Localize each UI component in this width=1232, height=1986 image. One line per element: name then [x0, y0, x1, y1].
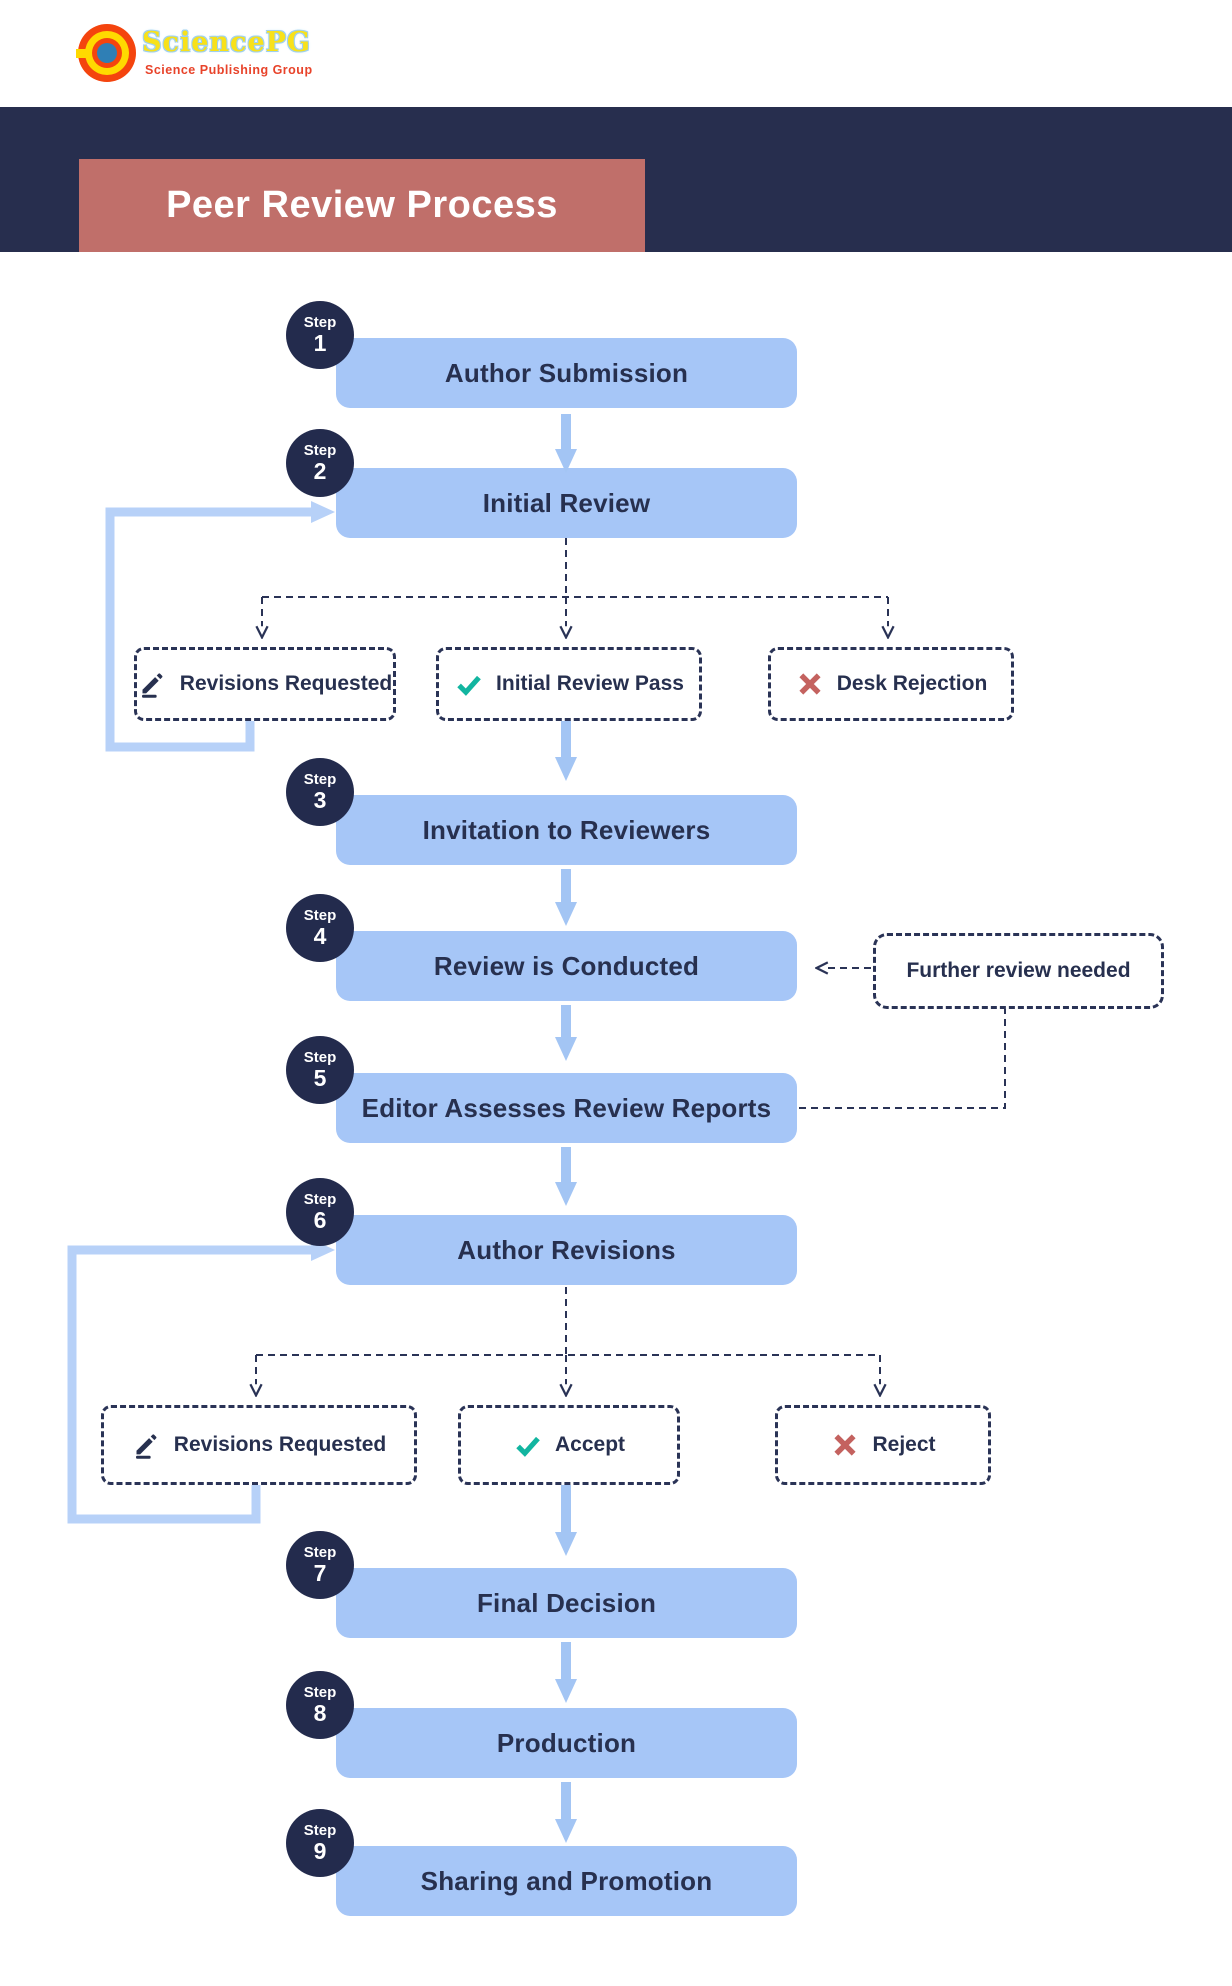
- loop-revisions-to-author-revisions: [67, 1239, 335, 1524]
- logo-yellow-stripe: [76, 49, 92, 58]
- step-number: 2: [313, 458, 327, 484]
- check-icon: [454, 669, 484, 699]
- decision-desk-rejection: Desk Rejection: [768, 647, 1014, 721]
- step-1-box-author-submission: Author Submission: [336, 338, 797, 408]
- step-number: 5: [313, 1065, 327, 1091]
- step-number: 1: [313, 330, 327, 356]
- decision-revisions-requested-2: Revisions Requested: [101, 1405, 417, 1485]
- step-6-badge: Step 6: [286, 1178, 354, 1246]
- x-icon: [795, 669, 825, 699]
- page-title: Peer Review Process: [166, 184, 558, 226]
- brand-tagline: Science Publishing Group: [145, 63, 313, 77]
- step-word: Step: [303, 1191, 337, 1208]
- step-7-box-final-decision: Final Decision: [336, 1568, 797, 1638]
- step-word: Step: [303, 907, 337, 924]
- step-2-box-initial-review: Initial Review: [336, 468, 797, 538]
- sciencepg-logo-icon: [76, 24, 136, 82]
- step-number: 9: [313, 1838, 327, 1864]
- decision-label: Revisions Requested: [173, 1433, 387, 1456]
- brand-name: SciencePG: [142, 27, 311, 58]
- step-4-badge: Step 4: [286, 894, 354, 962]
- step-2-badge: Step 2: [286, 429, 354, 497]
- step-1-badge: Step 1: [286, 301, 354, 369]
- pencil-icon: [138, 669, 168, 699]
- step-word: Step: [303, 771, 337, 788]
- decision-initial-review-pass: Initial Review Pass: [436, 647, 702, 721]
- step-word: Step: [303, 1049, 337, 1066]
- step-number: 3: [313, 787, 327, 813]
- step-number: 4: [313, 923, 327, 949]
- decision-label: Reject: [872, 1433, 936, 1456]
- logo-blue-core: [97, 43, 117, 63]
- decision-reject: Reject: [775, 1405, 991, 1485]
- dashed-editor-to-further-review: [799, 1006, 1006, 1109]
- check-icon: [513, 1430, 543, 1460]
- decision-label: Revisions Requested: [179, 672, 393, 695]
- decision-label: Desk Rejection: [836, 672, 988, 695]
- x-icon: [830, 1430, 860, 1460]
- step-5-box-editor-assesses-review-reports: Editor Assesses Review Reports: [336, 1073, 797, 1143]
- loop-revisions-to-initial-review: [105, 501, 335, 752]
- step-word: Step: [303, 1544, 337, 1561]
- step-word: Step: [303, 442, 337, 459]
- step-3-badge: Step 3: [286, 758, 354, 826]
- header-bar: SciencePG Science Publishing Group: [0, 0, 1232, 107]
- pencil-icon: [132, 1430, 162, 1460]
- step-6-box-author-revisions: Author Revisions: [336, 1215, 797, 1285]
- title-banner: Peer Review Process: [79, 159, 645, 252]
- step-4-box-review-is-conducted: Review is Conducted: [336, 931, 797, 1001]
- step-word: Step: [303, 314, 337, 331]
- callout-further-review-needed: Further review needed: [873, 933, 1164, 1009]
- decision-revisions-requested-1: Revisions Requested: [134, 647, 396, 721]
- step-7-badge: Step 7: [286, 1531, 354, 1599]
- step-number: 8: [313, 1700, 327, 1726]
- decision-accept: Accept: [458, 1405, 680, 1485]
- step-9-box-sharing-and-promotion: Sharing and Promotion: [336, 1846, 797, 1916]
- step-word: Step: [303, 1822, 337, 1839]
- step-9-badge: Step 9: [286, 1809, 354, 1877]
- step-number: 6: [313, 1207, 327, 1233]
- step-8-box-production: Production: [336, 1708, 797, 1778]
- step-word: Step: [303, 1684, 337, 1701]
- decision-label: Initial Review Pass: [496, 672, 684, 695]
- step-5-badge: Step 5: [286, 1036, 354, 1104]
- step-number: 7: [313, 1560, 327, 1586]
- step-3-box-invitation-to-reviewers: Invitation to Reviewers: [336, 795, 797, 865]
- step-8-badge: Step 8: [286, 1671, 354, 1739]
- decision-label: Accept: [554, 1433, 626, 1456]
